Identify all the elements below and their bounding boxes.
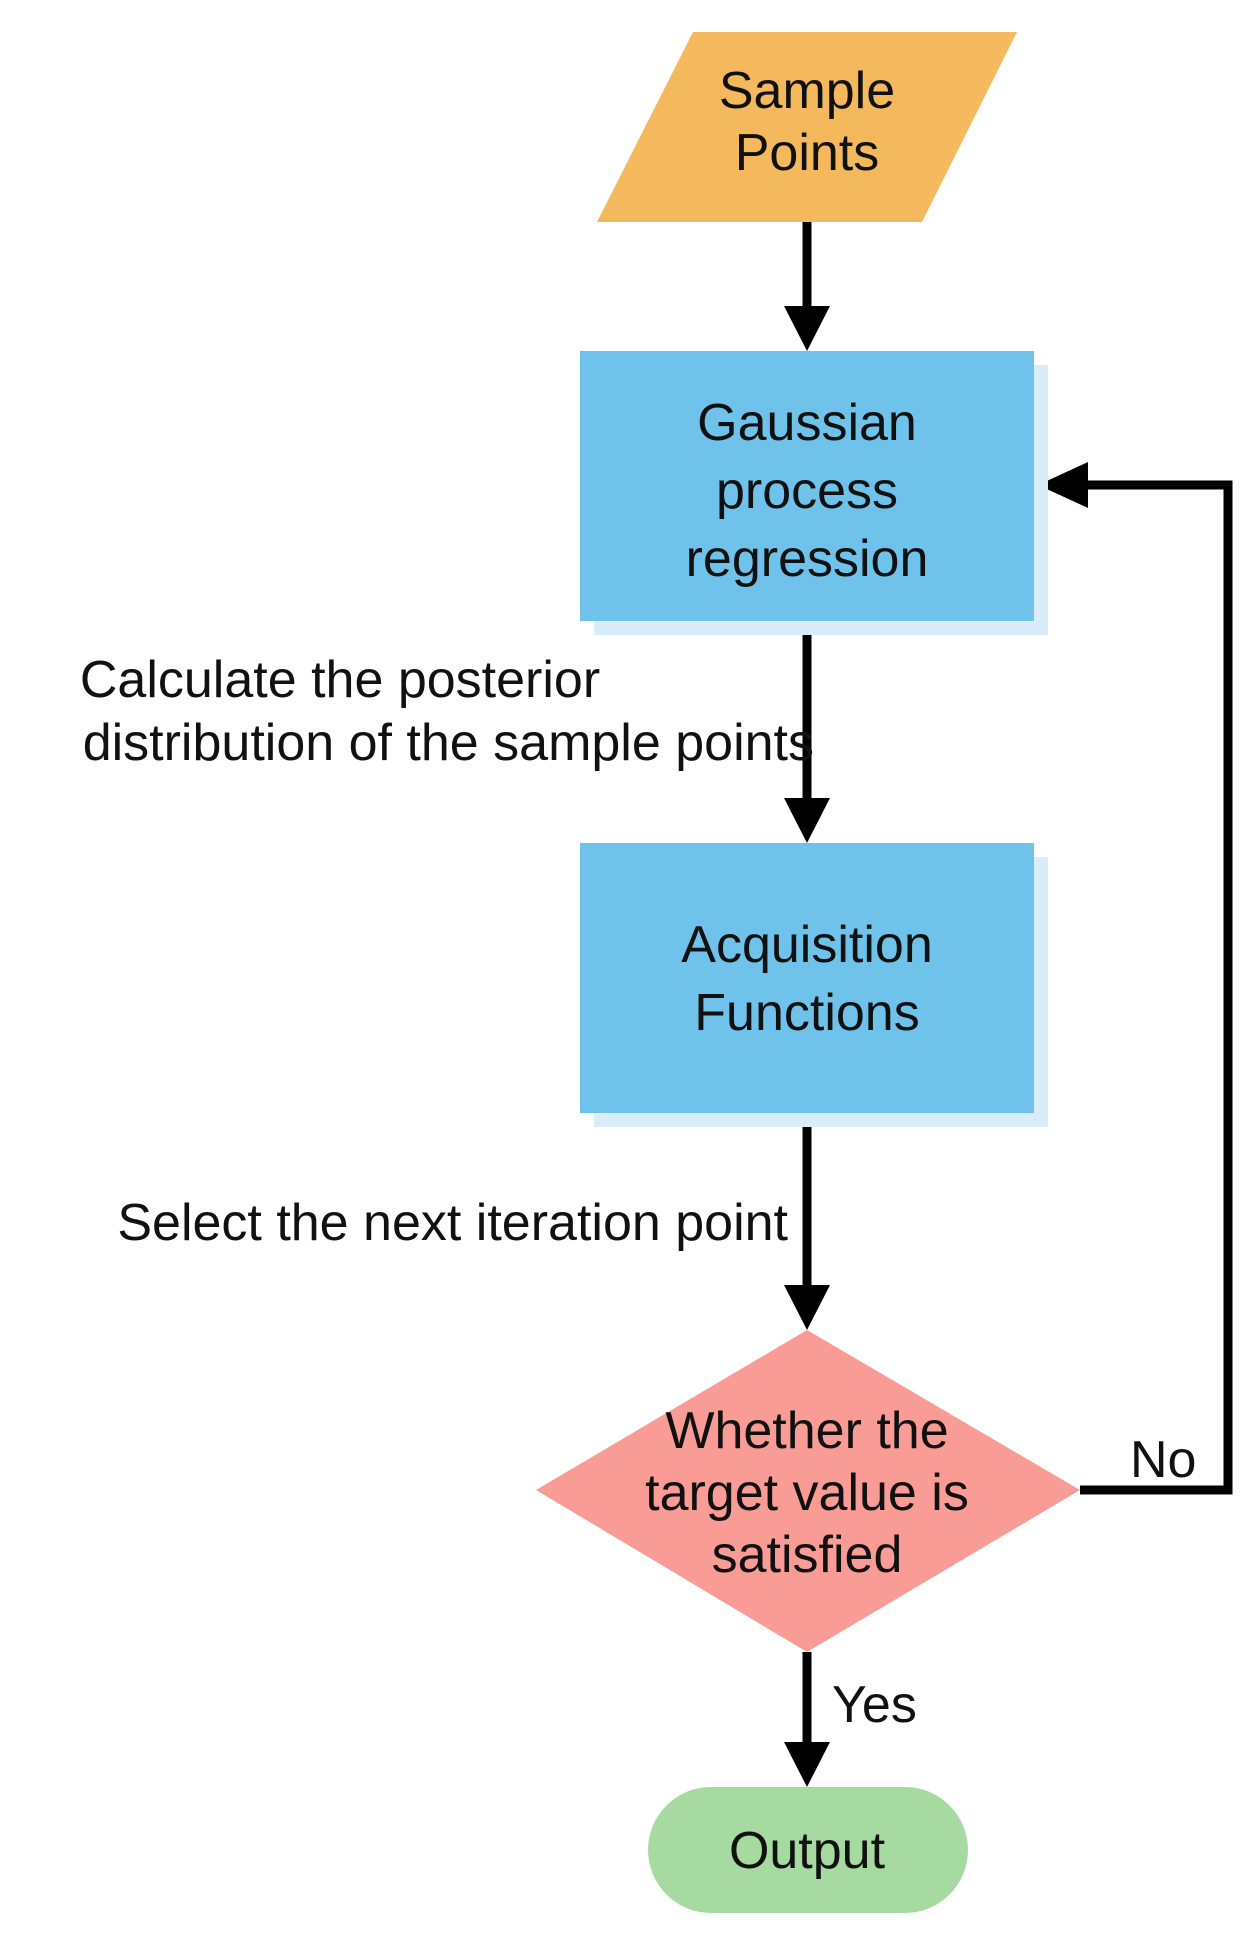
feedback-elbow-decision-to-gaussian <box>1038 462 1233 1495</box>
feedback-line <box>1080 480 1233 1495</box>
output-node <box>648 1787 968 1913</box>
sample-points-label-line1: Sample <box>719 62 895 120</box>
edge-label-yes: Yes <box>832 1676 917 1734</box>
arrowhead-down-icon <box>784 1285 830 1330</box>
gaussian-process-node <box>580 351 1034 621</box>
arrow-gaussian-to-acquisition <box>784 621 830 843</box>
acquisition-functions-node <box>580 843 1034 1113</box>
arrowhead-down-icon <box>784 306 830 351</box>
arrowhead-down-icon <box>784 1742 830 1787</box>
gaussian-label-line3: regression <box>686 530 929 588</box>
arrow-sample-to-gaussian <box>784 222 830 351</box>
acquisition-label-line1: Acquisition <box>681 916 932 974</box>
gaussian-label-line1: Gaussian <box>697 394 917 452</box>
decision-label-line2: target value is <box>645 1464 969 1522</box>
gaussian-label-line2: process <box>716 462 898 520</box>
acquisition-label-line2: Functions <box>694 984 919 1042</box>
sample-points-node <box>597 32 1017 222</box>
caption-posterior-line1: Calculate the posterior <box>80 651 600 709</box>
decision-diamond-node <box>536 1330 1080 1652</box>
arrowhead-left-icon <box>1038 462 1088 508</box>
caption-posterior-line2: distribution of the sample points <box>83 714 814 772</box>
output-label: Output <box>729 1822 886 1880</box>
edge-label-no: No <box>1130 1431 1196 1489</box>
arrow-acquisition-to-decision <box>784 1113 830 1330</box>
caption-select-next: Select the next iteration point <box>117 1194 788 1252</box>
decision-label-line1: Whether the <box>665 1402 948 1460</box>
sample-points-label-line2: Points <box>735 124 880 182</box>
arrow-decision-to-output <box>784 1652 830 1787</box>
decision-label-line3: satisfied <box>712 1526 903 1584</box>
arrowhead-down-icon <box>784 798 830 843</box>
